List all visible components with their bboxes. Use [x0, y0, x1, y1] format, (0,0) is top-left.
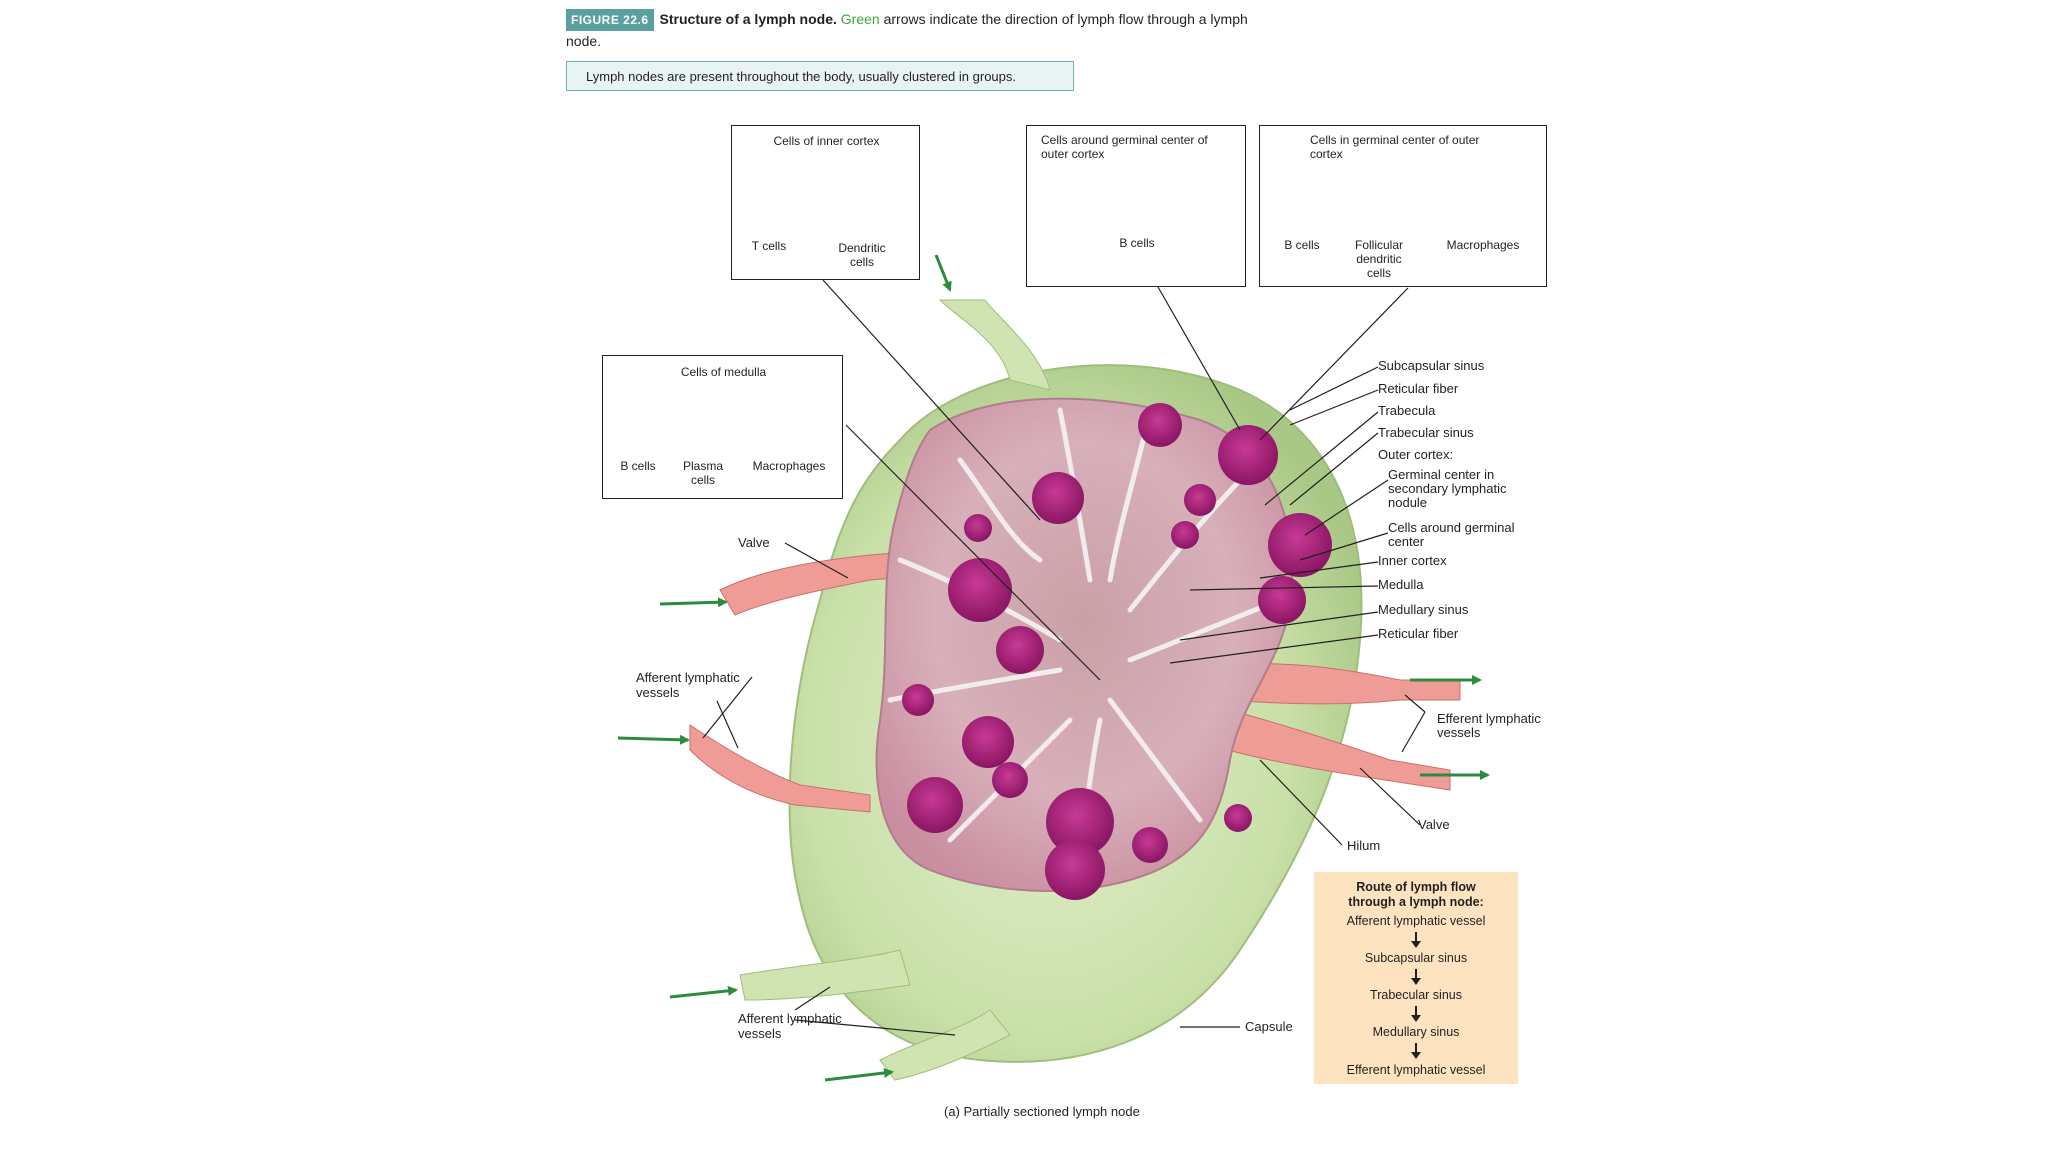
follicular-dendritic-label: Follicular dendritic cells: [1354, 238, 1403, 280]
caption-green-word: Green: [840, 11, 880, 27]
germinal-center-box: Cells in germinal center of outer cortex…: [1259, 125, 1547, 287]
route-arrow-2: [1411, 969, 1421, 985]
around-germinal-title: Cells around germinal center of outer co…: [1041, 133, 1208, 161]
caption-rest: arrows indicate the direction of lymph f…: [566, 11, 1248, 49]
t-cells-label: T cells: [751, 239, 787, 253]
afferent-vessel-mid: [689, 724, 871, 813]
top-vessel: [938, 299, 1051, 391]
label-medullary-sinus: Medullary sinus: [1378, 602, 1469, 617]
label-reticular-fiber-bottom: Reticular fiber: [1378, 626, 1459, 641]
info-note: Lymph nodes are present throughout the b…: [566, 61, 1074, 91]
subfigure-caption: (a) Partially sectioned lymph node: [944, 1104, 1140, 1119]
bottom-left-vessel-1: [739, 949, 911, 1001]
label-trabecula: Trabecula: [1378, 403, 1436, 418]
around-germinal-box: Cells around germinal center of outer co…: [1026, 125, 1246, 287]
label-medulla: Medulla: [1378, 577, 1424, 592]
route-of-flow-box: Route of lymph flow through a lymph node…: [1314, 872, 1518, 1084]
plasma-cells-label: Plasma cells: [682, 459, 723, 487]
macrophages-label-2: Macrophages: [752, 459, 826, 473]
label-hilum: Hilum: [1347, 838, 1381, 853]
route-step-3: Trabecular sinus: [1370, 988, 1462, 1002]
leader-lines: [702, 279, 1426, 1036]
bottom-left-vessel-2: [879, 1009, 1011, 1081]
label-afferent-vessels-bottom: Afferent lymphatic vessels: [738, 1011, 842, 1041]
germinal-center-title: Cells in germinal center of outer cortex: [1310, 133, 1480, 161]
medulla-box: Cells of medulla B cells Plasma cells Ma…: [602, 355, 843, 499]
route-step-1: Afferent lymphatic vessel: [1346, 914, 1486, 928]
label-capsule: Capsule: [1245, 1019, 1293, 1034]
germinal-nodules: [902, 403, 1332, 900]
medulla-box-title: Cells of medulla: [680, 365, 767, 379]
route-step-4: Medullary sinus: [1372, 1025, 1460, 1039]
label-valve-left: Valve: [738, 535, 770, 550]
label-afferent-vessels-top: Afferent lymphatic vessels: [636, 670, 740, 700]
label-trabecular-sinus: Trabecular sinus: [1378, 425, 1474, 440]
route-step-5: Efferent lymphatic vessel: [1346, 1063, 1486, 1077]
figure-badge: FIGURE 22.6: [566, 9, 654, 31]
route-arrow-4: [1411, 1043, 1421, 1059]
label-inner-cortex: Inner cortex: [1378, 553, 1447, 568]
label-valve-right: Valve: [1418, 817, 1450, 832]
flow-arrows: [617, 254, 1490, 1082]
dendritic-cells-label: Dendritic cells: [838, 241, 886, 269]
label-subcapsular-sinus: Subcapsular sinus: [1378, 358, 1485, 373]
figure-caption: FIGURE 22.6 Structure of a lymph node. Gr…: [566, 9, 1266, 51]
label-germinal-center: Germinal center in secondary lymphatic n…: [1388, 467, 1507, 510]
caption-title: Structure of a lymph node.: [659, 11, 837, 27]
inner-cortex-box: Cells of inner cortex T cells Dendritic …: [731, 125, 920, 280]
route-title: Route of lymph flow through a lymph node…: [1348, 880, 1484, 909]
label-reticular-fiber-top: Reticular fiber: [1378, 381, 1459, 396]
efferent-vessel-top: [1229, 663, 1461, 705]
label-efferent-vessels: Efferent lymphatic vessels: [1437, 711, 1541, 740]
route-arrow-1: [1411, 932, 1421, 948]
route-arrow-3: [1411, 1006, 1421, 1022]
inner-cortex-title: Cells of inner cortex: [773, 134, 880, 148]
route-step-2: Subcapsular sinus: [1364, 951, 1468, 965]
label-outer-cortex: Outer cortex:: [1378, 447, 1454, 462]
label-cells-around-germinal: Cells around germinal center: [1388, 520, 1515, 549]
b-cells-label-3: B cells: [620, 459, 656, 473]
b-cells-label-2: B cells: [1284, 238, 1320, 252]
b-cells-label-1: B cells: [1119, 236, 1155, 250]
macrophages-label-1: Macrophages: [1446, 238, 1520, 252]
efferent-vessel-bottom: [1209, 704, 1451, 791]
